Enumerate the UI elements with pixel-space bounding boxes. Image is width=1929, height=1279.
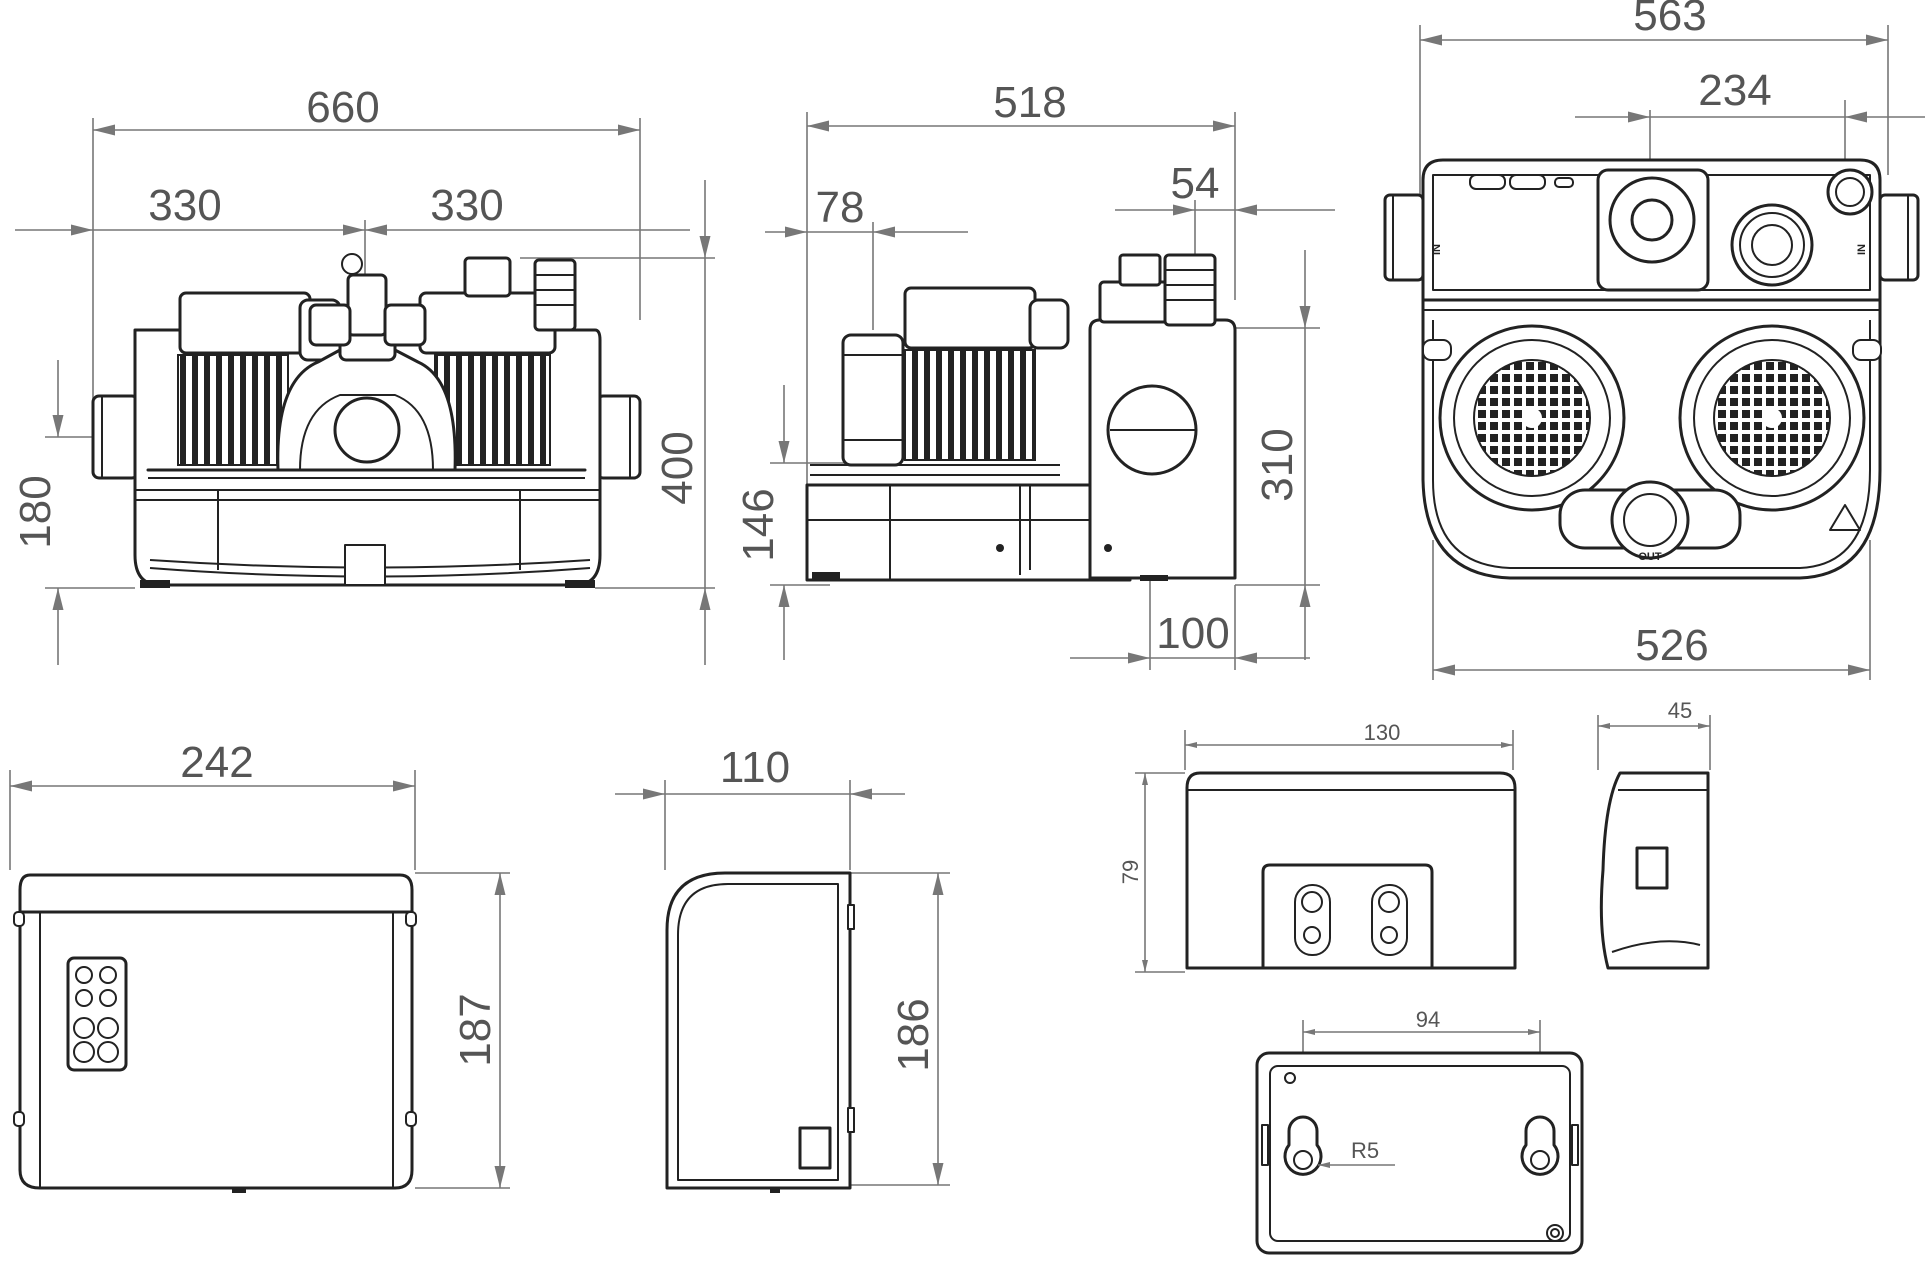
dim-side-100: 100 [1070,400,1310,670]
cable-port [798,1126,832,1170]
dim-label-54: 54 [1171,159,1220,208]
pump-body-front [91,253,642,588]
side-view: 518 78 54 310 146 [734,78,1335,670]
pump-body-top: IN IN [1383,158,1920,580]
dim-controller-depth: 110 [615,743,905,870]
dim-alarm-height: 79 [1118,772,1185,973]
dim-label-186: 186 [889,998,938,1071]
dim-controller-height: 187 [415,872,510,1189]
alarm-box-back: R5 [1255,1051,1584,1255]
dim-label-330-right: 330 [430,181,503,230]
dim-top-width: 563 [1419,0,1889,215]
dim-controller-side-height: 186 [850,872,950,1186]
dim-alarm-width: 130 [1184,720,1514,770]
alarm-side-port [1635,846,1669,890]
controller-box-front [13,873,417,1193]
dim-front-width: 660 [92,83,641,410]
dim-side-78: 78 [765,183,968,330]
alarm-front-view: 130 79 [1118,720,1517,973]
dim-label-518: 518 [993,78,1066,127]
dim-side-146: 146 [734,385,860,660]
dim-controller-width: 242 [9,738,416,870]
impeller-right [1678,324,1866,512]
dim-label-r5: R5 [1351,1138,1379,1163]
inlet-left [91,394,140,480]
dim-label-187: 187 [451,993,500,1066]
dim-label-100: 100 [1156,609,1229,658]
dim-label-310: 310 [1253,428,1302,501]
dim-top-inlets: 234 [1575,66,1925,180]
dim-label-563: 563 [1633,0,1706,40]
alarm-side-view: 45 [1597,698,1711,970]
dim-label-180: 180 [11,475,60,548]
alarm-box-front [1185,771,1517,970]
dim-front-halves: 330 330 [15,181,690,300]
alarm-box-side [1599,771,1710,970]
alarm-back-view: 94 R5 [1255,1007,1584,1255]
dim-top-base: 526 [1432,540,1871,680]
dim-label-330-left: 330 [148,181,221,230]
dim-label-45: 45 [1668,698,1692,723]
dim-label-78: 78 [816,183,865,232]
dim-label-526: 526 [1635,621,1708,670]
dim-label-400: 400 [653,431,702,504]
top-inlet-left [1383,193,1425,282]
dim-label-234: 234 [1698,66,1771,115]
label-in-left: IN [1431,244,1443,255]
controller-front-view: 242 187 [9,738,510,1193]
inlet-right [595,394,642,480]
dim-side-310: 310 [1235,250,1320,660]
manifold-front [276,253,457,472]
label-in-right: IN [1856,244,1868,255]
dim-label-146: 146 [734,488,783,561]
dim-side-depth: 518 [806,78,1236,490]
dim-label-110: 110 [720,743,790,792]
label-out: OUT [1638,551,1662,563]
pump-body-side [805,253,1237,582]
controller-side-view: 110 186 [615,743,950,1193]
top-inlet-right [1878,193,1920,282]
dim-label-242: 242 [180,738,253,787]
front-view: 660 330 330 400 180 [11,83,715,665]
impeller-left [1438,324,1626,512]
dim-front-inlet: 180 [11,360,135,665]
dim-alarm-depth: 45 [1597,698,1711,770]
top-view: 563 234 526 [1383,0,1925,680]
dim-front-height: 400 [520,180,715,665]
dim-label-130: 130 [1364,720,1401,745]
dim-label-79: 79 [1118,860,1143,884]
controller-box-side [665,871,855,1193]
dim-label-660: 660 [306,83,379,132]
dim-side-54: 54 [1115,159,1335,260]
dim-label-94: 94 [1416,1007,1440,1032]
